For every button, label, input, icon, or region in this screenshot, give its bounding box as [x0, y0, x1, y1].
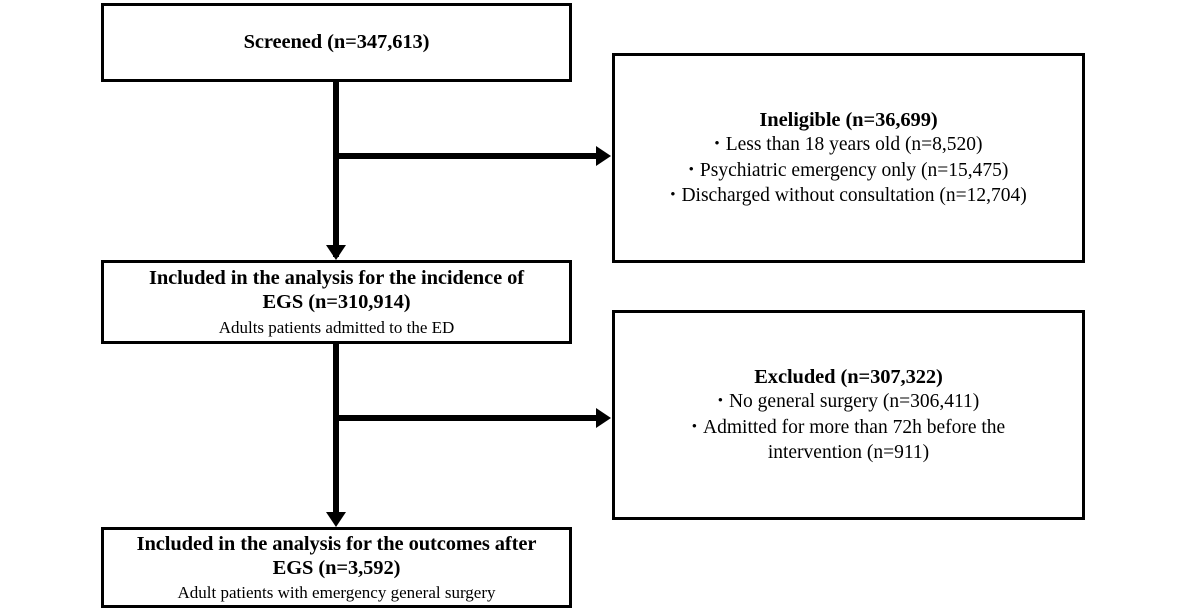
- list-item-label: Discharged without consultation (n=12,70…: [681, 184, 1027, 206]
- bullet-icon: •: [688, 161, 694, 178]
- bullet-icon: •: [691, 418, 698, 435]
- node-included-outcomes-subtitle: Adult patients with emergency general su…: [177, 583, 496, 603]
- connector-incidence-trunk: [333, 344, 339, 517]
- list-item-label: No general surgery (n=306,411): [728, 391, 980, 413]
- connector-incidence-to-excluded: [339, 415, 598, 421]
- list-item-label: Psychiatric emergency only (n=15,475): [699, 159, 1009, 181]
- node-ineligible: Ineligible (n=36,699) • Less than 18 year…: [612, 53, 1085, 263]
- node-excluded: Excluded (n=307,322) • No general surgery…: [612, 310, 1085, 520]
- node-included-incidence-subtitle: Adults patients admitted to the ED: [218, 317, 455, 337]
- node-included-incidence: Included in the analysis for the inciden…: [101, 260, 572, 344]
- list-item: • Discharged without consultation (n=12,7…: [615, 183, 1082, 208]
- list-item: • Less than 18 years old (n=8,520): [615, 132, 1082, 157]
- node-excluded-bullets: • No general surgery (n=306,411) • Admitte…: [615, 389, 1082, 464]
- connector-screened-to-ineligible: [339, 153, 598, 159]
- node-included-outcomes-title: Included in the analysis for the outcome…: [136, 532, 537, 579]
- bullet-icon: •: [717, 393, 723, 410]
- connector-incidence-to-outcomes-arrowhead: [326, 512, 346, 527]
- connector-ineligible-arrowhead: [596, 146, 611, 166]
- connector-excluded-arrowhead: [596, 408, 611, 428]
- connector-screened-to-included-arrowhead: [326, 245, 346, 260]
- list-item-label-continuation: intervention (n=911): [767, 441, 930, 463]
- node-screened-title: Screened (n=347,613): [243, 31, 430, 54]
- connector-screened-trunk: [333, 82, 339, 257]
- list-item: • Admitted for more than 72h before the in…: [615, 415, 1082, 465]
- bullet-icon: •: [670, 186, 676, 203]
- list-item: • No general surgery (n=306,411): [615, 389, 1082, 414]
- node-screened: Screened (n=347,613): [101, 3, 572, 82]
- list-item: • Psychiatric emergency only (n=15,475): [615, 158, 1082, 183]
- node-included-incidence-title: Included in the analysis for the inciden…: [149, 267, 524, 314]
- list-item-label: Less than 18 years old (n=8,520): [725, 134, 983, 156]
- bullet-icon: •: [714, 136, 720, 153]
- node-ineligible-title: Ineligible (n=36,699): [759, 109, 938, 132]
- node-excluded-title: Excluded (n=307,322): [754, 366, 943, 389]
- node-ineligible-bullets: • Less than 18 years old (n=8,520) • Psych…: [615, 132, 1082, 207]
- list-item-label: Admitted for more than 72h before the: [703, 416, 1006, 438]
- node-included-outcomes: Included in the analysis for the outcome…: [101, 527, 572, 608]
